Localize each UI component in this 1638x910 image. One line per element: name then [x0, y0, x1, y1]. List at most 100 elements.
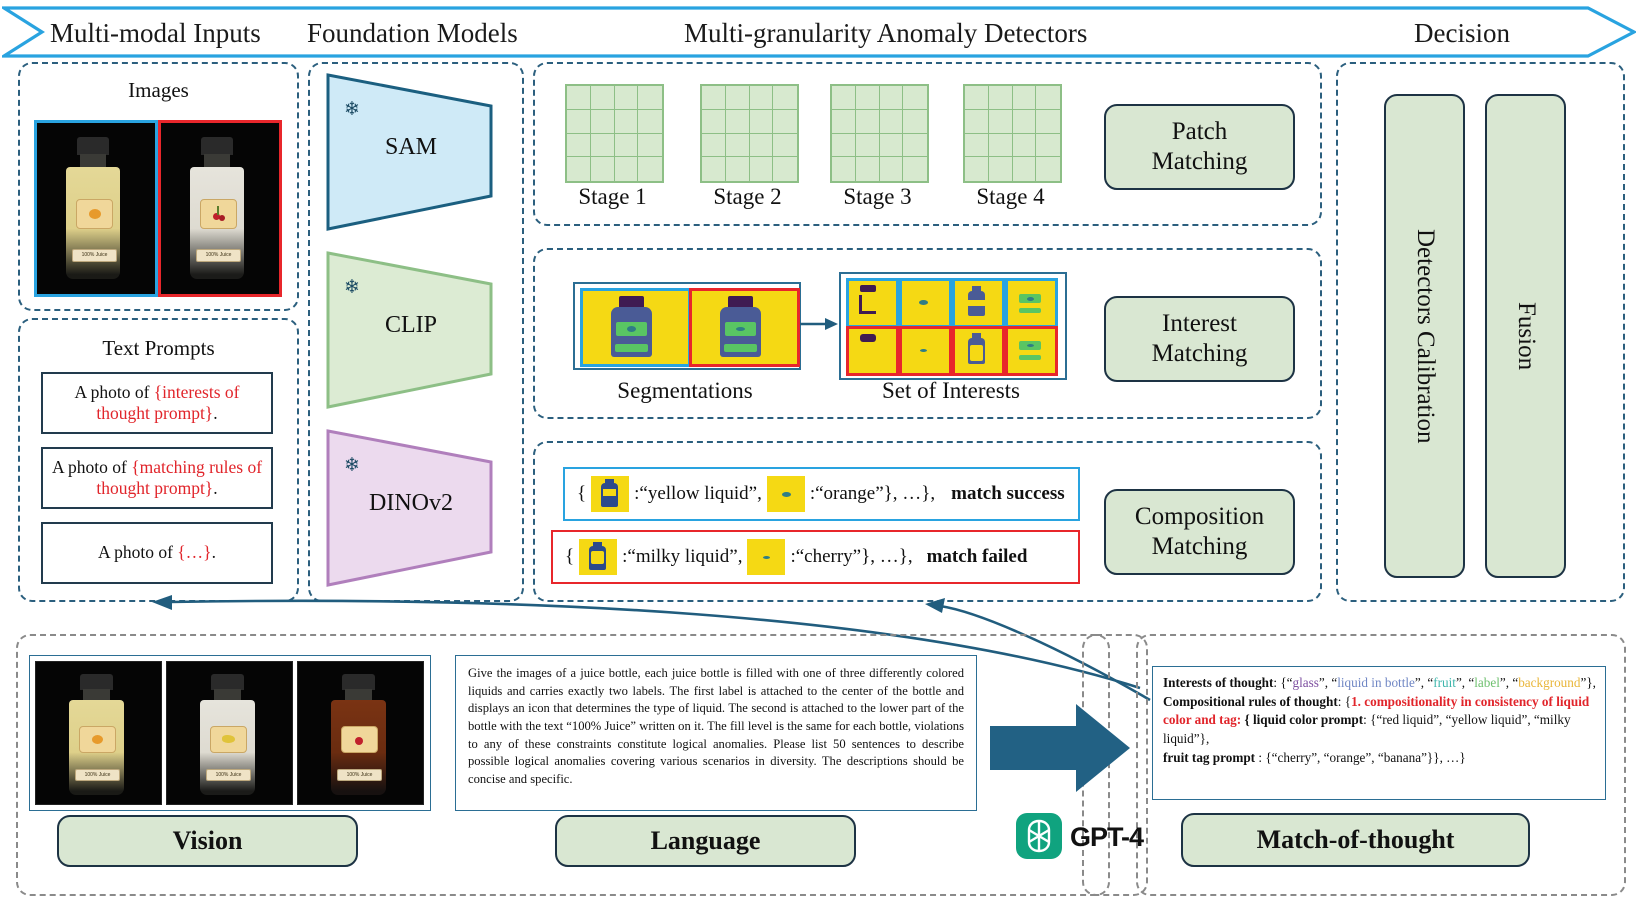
model-label-clip: CLIP [384, 312, 437, 338]
fruit-tag-prompt-head: fruit tag prompt [1163, 749, 1256, 765]
segmentation-tile-red[interactable] [689, 288, 800, 367]
mot-tail: …} [1446, 749, 1466, 765]
liquid-color-2: yellow liquid [1451, 712, 1522, 728]
interest-tile-glass-blue[interactable] [846, 278, 899, 328]
compositional-rules-head: Compositional rules of thought [1163, 693, 1338, 709]
banner-label-detectors: Multi-granularity Anomaly Detectors [684, 18, 1088, 48]
text-prompts-title: Text Prompts [102, 336, 215, 360]
text-prompt-card-2[interactable]: A photo of {matching rules of thought pr… [41, 447, 273, 509]
vision-tile-1[interactable]: 100% Juice [35, 661, 162, 805]
interest-tile-liquid-blue[interactable] [952, 278, 1005, 328]
prompt-suffix: . [213, 403, 218, 423]
vision-tile-3[interactable]: 100% Juice [297, 661, 424, 805]
juice-label: 100% Juice [206, 769, 251, 781]
prompt-slot: {matching rules of thought prompt} [96, 456, 263, 498]
snowflake-icon: ❄ [344, 277, 360, 298]
interest-tile-glass-red[interactable] [846, 326, 899, 376]
interest-item-label: label [1474, 675, 1500, 690]
prompt-prefix: A photo of [98, 542, 178, 563]
interest-item-glass: glass [1292, 675, 1319, 690]
liquid-color-prompt-head: liquid color prompt [1252, 712, 1364, 728]
segmentations-panel [573, 282, 801, 370]
patch-matching-line2: Matching [1151, 148, 1248, 175]
stage-grid-3 [830, 84, 929, 183]
liquid-color-1: red liquid [1382, 712, 1434, 728]
interest-item-fruit: fruit [1433, 675, 1456, 690]
stage-label-4: Stage 4 [976, 184, 1045, 209]
interest-matching-line1: Interest [1162, 309, 1237, 337]
interests-of-thought-head: Interests of thought [1163, 675, 1274, 690]
composition-text-1: :“milky liquid”, [622, 546, 743, 567]
composition-open-brace: { [565, 546, 575, 567]
prompt-suffix: . [211, 542, 216, 563]
language-button[interactable]: Language [555, 815, 856, 867]
vision-tile-2[interactable]: 100% Juice [166, 661, 293, 805]
composition-row-failed[interactable]: { :“milky liquid”, :“cherry”}, …}, match… [551, 530, 1080, 584]
fusion-block[interactable]: Fusion [1485, 94, 1566, 578]
bottle-icon [591, 476, 630, 512]
gpt4-label: GPT-4 [1070, 822, 1144, 852]
patch-matching-button[interactable]: Patch Matching [1104, 104, 1295, 190]
stage-label-1: Stage 1 [578, 184, 647, 209]
text-prompt-card-1[interactable]: A photo of {interests of thought prompt}… [41, 372, 273, 434]
patch-matching-group [533, 62, 1322, 226]
language-prompt-panel: Give the images of a juice bottle, each … [455, 655, 977, 811]
interest-tile-label-red[interactable] [1005, 326, 1058, 376]
language-paragraph: Give the images of a juice bottle, each … [468, 666, 964, 786]
interest-matching-button[interactable]: Interest Matching [1104, 296, 1295, 382]
model-block-sam[interactable]: ❄ SAM [325, 72, 497, 232]
composition-matching-line2: Matching [1151, 533, 1248, 560]
banner-label-decision: Decision [1414, 18, 1510, 48]
prompt-prefix: A photo of [74, 381, 154, 402]
juice-label: 100% Juice [337, 769, 382, 781]
snowflake-icon: ❄ [344, 99, 360, 120]
prompt-slot: {interests of thought prompt} [96, 381, 240, 423]
fruit-tag-icon [766, 476, 805, 512]
text-prompt-card-3[interactable]: A photo of {…}. [41, 522, 273, 584]
prompt-suffix: . [213, 478, 218, 498]
language-label: Language [650, 826, 761, 856]
set-of-interests-label: Set of Interests [882, 378, 1020, 403]
interest-tile-liquid-red[interactable] [952, 326, 1005, 376]
match-of-thought-group [1136, 634, 1626, 896]
fruit-tag-2: orange [1329, 749, 1366, 765]
fruit-label-orange [76, 199, 113, 229]
text-prompts-group: Text Prompts A photo of {interests of th… [18, 318, 299, 602]
composition-verdict-failed: match failed [926, 546, 1028, 567]
prompt-slot: {…} [177, 542, 212, 563]
input-image-orange-juice[interactable]: 100% Juice [34, 120, 158, 297]
juice-label: 100% Juice [75, 769, 120, 781]
juice-label: 100% Juice [72, 249, 117, 262]
juice-label: 100% Juice [196, 249, 241, 262]
composition-verdict-success: match success [951, 483, 1065, 504]
openai-logo-icon [1016, 813, 1062, 859]
interest-tile-fruit-blue[interactable] [899, 278, 952, 328]
match-of-thought-button[interactable]: Match-of-thought [1181, 813, 1530, 867]
model-block-dinov2[interactable]: ❄ DINOv2 [325, 428, 497, 588]
model-block-clip[interactable]: ❄ CLIP [325, 250, 497, 410]
fruit-label-cherry [200, 199, 237, 229]
segmentation-tile-blue[interactable] [580, 288, 691, 367]
liquid-color-3: milky liquid [1163, 712, 1571, 747]
composition-text-2: :“orange”}, …}, [809, 483, 936, 504]
detectors-calibration-block[interactable]: Detectors Calibration [1384, 94, 1465, 578]
interest-item-liquid: liquid in bottle [1337, 675, 1415, 690]
composition-matching-button[interactable]: Composition Matching [1104, 489, 1295, 575]
banner-label-foundation: Foundation Models [307, 18, 518, 48]
interest-tile-fruit-red[interactable] [899, 326, 952, 376]
composition-row-success[interactable]: { :“yellow liquid”, :“orange”}, …}, matc… [563, 467, 1080, 521]
input-image-cherry-juice[interactable]: 100% Juice [158, 120, 282, 297]
model-label-dinov2: DINOv2 [369, 490, 453, 516]
images-group: Images 100% Juice 100% Juice [18, 62, 299, 311]
set-of-interests-panel [839, 272, 1067, 380]
vision-button[interactable]: Vision [57, 815, 358, 867]
patch-matching-line1: Patch [1171, 117, 1228, 145]
vision-images-panel: 100% Juice 100% Juice 100% Juice [29, 655, 431, 811]
composition-matching-line1: Composition [1134, 502, 1265, 530]
composition-open-brace: { [577, 483, 587, 504]
interest-matching-line2: Matching [1151, 340, 1248, 367]
fruit-tag-icon [747, 539, 786, 575]
interest-tile-label-blue[interactable] [1005, 278, 1058, 328]
decision-group [1336, 62, 1625, 602]
interest-matching-group [533, 248, 1322, 419]
